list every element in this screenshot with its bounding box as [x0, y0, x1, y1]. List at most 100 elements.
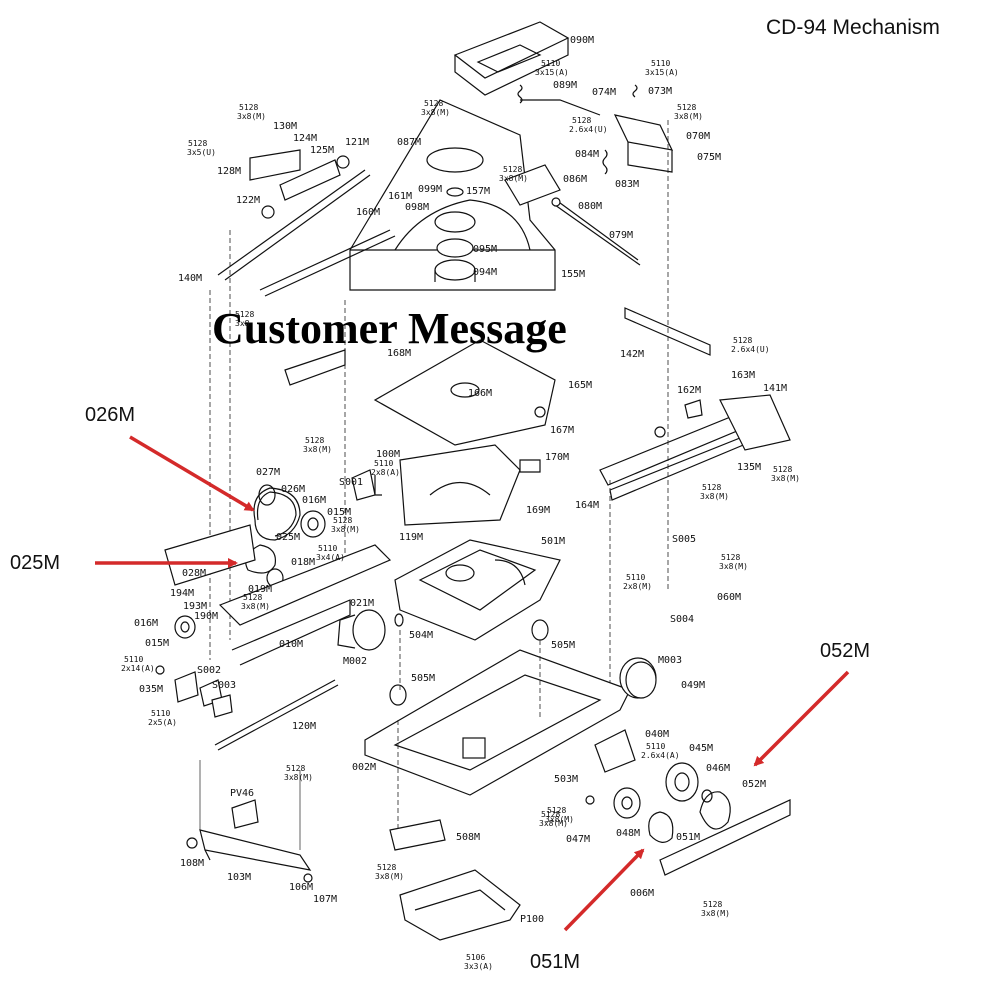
label-025M: 025M	[276, 532, 300, 543]
label-095M: 095M	[473, 244, 497, 255]
screw-label: 5110	[318, 544, 337, 553]
screw-label: 5128	[541, 810, 560, 819]
loading-bracket-drawing	[504, 84, 674, 266]
screw-label: 5110	[651, 59, 670, 68]
screw-label: 5110	[626, 573, 645, 582]
label-107M: 107M	[313, 894, 337, 905]
label-168M: 168M	[387, 348, 411, 359]
label-098M: 098M	[405, 202, 429, 213]
screw-spec: 3x8(M)	[421, 108, 450, 117]
label-505M-a: 505M	[551, 640, 575, 651]
label-028M: 028M	[182, 568, 206, 579]
main-chassis-drawing	[364, 539, 657, 840]
screw-spec: 3x8(M)	[539, 819, 568, 828]
label-142M: 142M	[620, 349, 644, 360]
label-PV46: PV46	[230, 788, 254, 799]
label-074M: 074M	[592, 87, 616, 98]
screw-label: 5110	[151, 709, 170, 718]
screw-spec: 3x8(M)	[771, 474, 800, 483]
screw-label: 5110	[124, 655, 143, 664]
label-016M-a: 016M	[302, 495, 326, 506]
label-161M: 161M	[388, 191, 412, 202]
right-rails-drawing	[599, 120, 791, 700]
screw-spec: 3x8(M)	[375, 872, 404, 881]
screw-label: 5128	[733, 336, 752, 345]
screw-spec: 3x8(M)	[241, 602, 270, 611]
label-016M-b: 016M	[134, 618, 158, 629]
label-046M: 046M	[706, 763, 730, 774]
label-108M: 108M	[180, 858, 204, 869]
bottom-bracket-drawing	[186, 760, 313, 883]
part-labels: 090M 089M 074M 073M 070M 075M 084M 083M …	[134, 35, 787, 925]
callout-026M: 026M	[85, 404, 135, 426]
label-047M: 047M	[566, 834, 590, 845]
label-M003: M003	[658, 655, 682, 666]
label-019M: 019M	[248, 584, 272, 595]
label-070M: 070M	[686, 131, 710, 142]
screw-label: 5110	[541, 59, 560, 68]
label-100M: 100M	[376, 449, 400, 460]
screw-spec: 3x8(M)	[701, 909, 730, 918]
label-169M: 169M	[526, 505, 550, 516]
label-S003: S003	[212, 680, 236, 691]
label-087M: 087M	[397, 137, 421, 148]
screw-label: 5106	[466, 953, 485, 962]
label-121M: 121M	[345, 137, 369, 148]
label-048M: 048M	[616, 828, 640, 839]
label-135M: 135M	[737, 462, 761, 473]
label-080M: 080M	[578, 201, 602, 212]
screw-spec: 3x8	[235, 319, 250, 328]
screw-label: 5128	[377, 863, 396, 872]
label-103M: 103M	[227, 872, 251, 883]
line-art	[155, 21, 791, 941]
belt-drive-drawing	[164, 469, 392, 666]
label-503M: 503M	[554, 774, 578, 785]
label-084M: 084M	[575, 149, 599, 160]
label-M002: M002	[343, 656, 367, 667]
screw-labels: 5110 3x15(A) 5110 3x15(A) 5128 3x8(M) 51…	[121, 59, 800, 971]
label-S001: S001	[339, 477, 363, 488]
screw-label: 5128	[188, 139, 207, 148]
label-128M: 128M	[217, 166, 241, 177]
label-S004: S004	[670, 614, 694, 625]
label-021M: 021M	[350, 598, 374, 609]
screw-label: 5128	[235, 310, 254, 319]
screw-label: 5128	[773, 465, 792, 474]
screw-spec: 3x8(M)	[303, 445, 332, 454]
screw-spec: 2.6x4(A)	[641, 751, 680, 760]
label-079M: 079M	[609, 230, 633, 241]
disc-tray-drawing	[349, 21, 570, 291]
screw-spec: 3x4(A)	[316, 553, 345, 562]
screw-spec: 3x8(M)	[719, 562, 748, 571]
label-190M: 190M	[194, 611, 218, 622]
label-035M: 035M	[139, 684, 163, 695]
label-S002: S002	[197, 665, 221, 676]
screw-spec: 3x8(M)	[284, 773, 313, 782]
screw-spec: 3x8(M)	[331, 525, 360, 534]
label-157M: 157M	[466, 186, 490, 197]
arrow-026M	[129, 435, 255, 512]
switches-drawing	[155, 665, 233, 718]
label-193M: 193M	[183, 601, 207, 612]
label-090M: 090M	[570, 35, 594, 46]
label-015M-a: 015M	[327, 507, 351, 518]
label-026M: 026M	[281, 484, 305, 495]
arrow-052M	[753, 670, 850, 767]
screw-label: 5128	[503, 165, 522, 174]
label-002M: 002M	[352, 762, 376, 773]
label-163M: 163M	[731, 370, 755, 381]
screw-label: 5128	[333, 516, 352, 525]
screw-spec: 3x15(A)	[645, 68, 679, 77]
label-170M: 170M	[545, 452, 569, 463]
label-130M: 130M	[273, 121, 297, 132]
screw-spec: 2.6x4(U)	[569, 125, 608, 134]
screw-spec: 3x5(U)	[187, 148, 216, 157]
label-094M: 094M	[473, 267, 497, 278]
label-160M: 160M	[356, 207, 380, 218]
label-164M: 164M	[575, 500, 599, 511]
label-075M: 075M	[697, 152, 721, 163]
screw-label: 5128	[572, 116, 591, 125]
label-505M-b: 505M	[411, 673, 435, 684]
screw-spec: 2x8(M)	[623, 582, 652, 591]
label-060M: 060M	[717, 592, 741, 603]
